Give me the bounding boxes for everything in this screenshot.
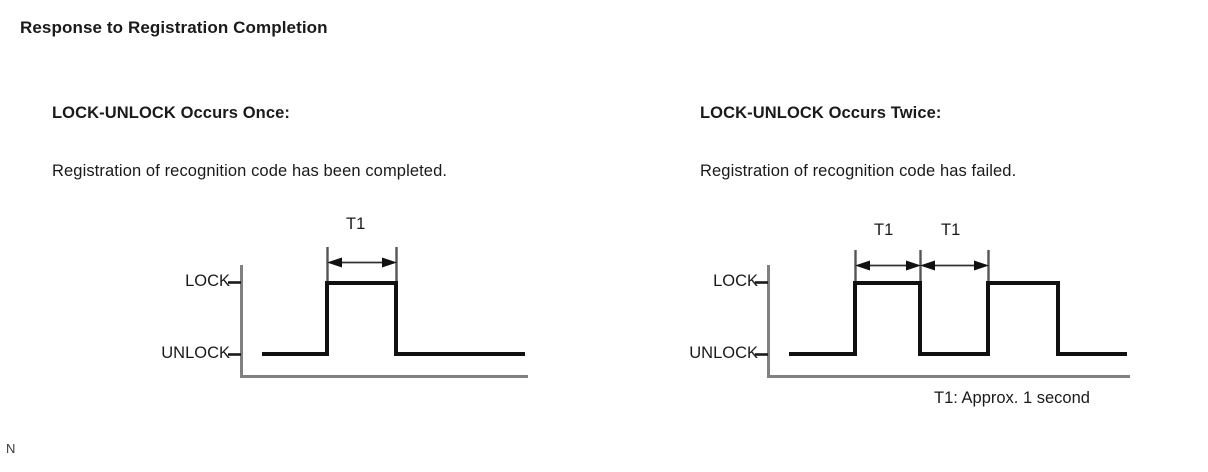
dimension-arrowhead-right-a-end: [906, 260, 921, 271]
axis-label-lock-left: LOCK: [185, 272, 230, 290]
axis-label-unlock-right: UNLOCK: [689, 344, 758, 362]
dimension-label-t1-right-first: T1: [874, 221, 894, 239]
chart-axis-left: [240, 265, 528, 378]
dimension-arrowhead-left-start: [327, 257, 342, 268]
axis-label-lock-right: LOCK: [713, 272, 758, 290]
column-heading-twice: LOCK-UNLOCK Occurs Twice:: [700, 104, 942, 122]
note-caption-t1: T1: Approx. 1 second: [934, 389, 1090, 407]
dimension-arrowhead-left-end: [382, 257, 397, 268]
axis-label-unlock-left: UNLOCK: [161, 344, 230, 362]
page-title: Response to Registration Completion: [20, 18, 328, 37]
column-description-once: Registration of recognition code has bee…: [52, 162, 448, 180]
dimension-label-t1-left: T1: [346, 215, 366, 233]
column-heading-once: LOCK-UNLOCK Occurs Once:: [52, 104, 291, 122]
dimension-arrowhead-right-a-start: [855, 260, 870, 271]
dimension-arrowhead-right-b-start: [920, 260, 935, 271]
dimension-label-t1-right-second: T1: [941, 221, 961, 239]
column-description-twice: Registration of recognition code has fai…: [700, 162, 1017, 180]
page-stray-mark: N: [6, 441, 16, 456]
chart-axis-right: [767, 265, 1130, 378]
signal-trace-right: [789, 281, 1127, 356]
dimension-arrowhead-right-b-end: [974, 260, 989, 271]
signal-trace-left: [262, 281, 525, 356]
